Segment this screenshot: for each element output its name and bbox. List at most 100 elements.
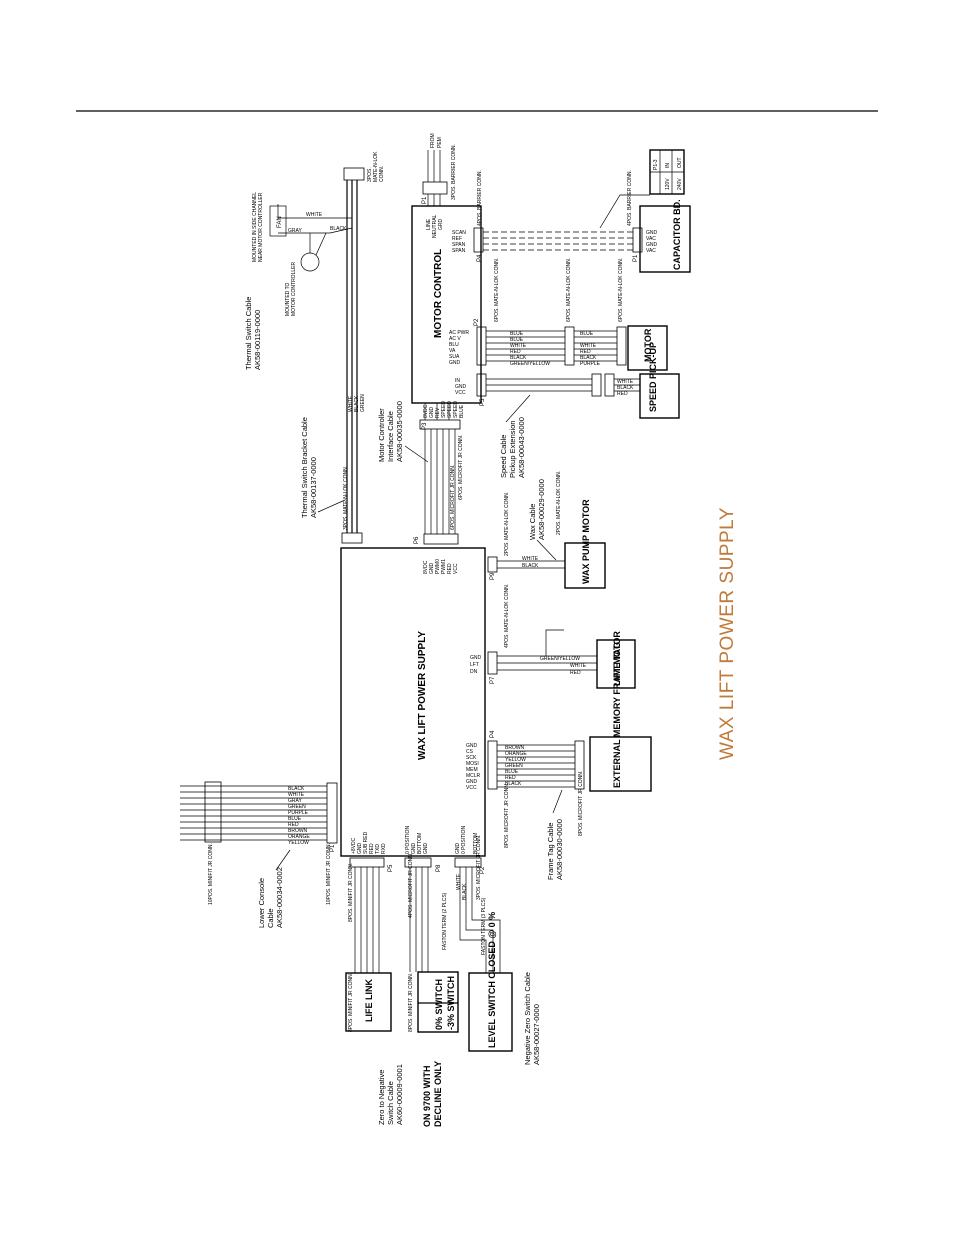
wire-white-l: WHITE xyxy=(570,663,587,669)
wire-red-e: RED xyxy=(505,775,516,781)
p2-pin-2: BOTTOM xyxy=(473,833,479,854)
capacitor-label: CAPACITOR BD. xyxy=(672,199,682,270)
mc-pin-grd: GRD xyxy=(438,219,444,231)
ct-mc-p3: 6POS. MICROFIT JR CONN. xyxy=(450,465,456,530)
from-pem: FROM xyxy=(430,133,436,148)
lower-console-cable2: Cable xyxy=(266,908,275,928)
wire-white-fan: WHITE xyxy=(306,212,323,218)
ct-sw-1: 4POS. MICROFIT JR CONN. xyxy=(408,853,414,918)
speed-cable2: Pickup Extension xyxy=(508,420,517,478)
wire-green: GREEN xyxy=(360,394,366,412)
cap-pin-0: GND xyxy=(646,230,658,236)
external-memory-box xyxy=(589,736,652,792)
mat-conn: 3POS. xyxy=(367,167,373,182)
wire-black-s: BLACK xyxy=(617,385,634,391)
ct-life-2: 8POS. MINIFIT JR CONN. xyxy=(348,973,354,1032)
mc-iface-6: BLUE xyxy=(459,404,465,418)
speed-pickup-label: SPEED PICK-UP xyxy=(648,342,658,412)
zero-neg-cable: Zero to Negative xyxy=(377,1070,386,1125)
conn-p8: P8 xyxy=(436,864,442,872)
wire-red-s: RED xyxy=(617,391,628,397)
faston-term-2: FASTON TERM (2 PLCS) xyxy=(442,892,448,950)
p2-pin-1: 0 POSITION xyxy=(461,826,467,854)
ct-bracket: 3POS. MATE-N-LOK CONN. xyxy=(343,466,349,530)
life-link-label: LIFE LINK xyxy=(364,979,374,1022)
capacitor-board-box xyxy=(639,205,691,273)
lift-motor-label: LIFT MOTOR xyxy=(612,631,622,686)
wire-gray-lc: GRAY xyxy=(288,798,302,804)
motor-control-box xyxy=(411,205,482,404)
p8-pin-1: GND xyxy=(411,843,417,855)
p1-pin-0: +8VDC xyxy=(351,837,357,854)
bracket-pn: AK58-00137-0000 xyxy=(309,457,318,518)
mc-iface-1: GND xyxy=(429,407,435,419)
wire-orange-e: ORANGE xyxy=(505,751,527,757)
wax-pn: AK58-00029-0000 xyxy=(537,479,546,540)
p6-pin-3: PWM1 xyxy=(441,559,447,574)
from-pem2: PEM xyxy=(437,137,443,148)
mc-motor-2: BLU xyxy=(449,342,459,348)
wire-green-lc: GREEN xyxy=(288,804,306,810)
near-mc-note: NEAR MOTOR CONTROLLER xyxy=(258,192,264,262)
mounted-side-note: MOUNTED IN SIDE CHANNEL xyxy=(252,192,258,262)
wire-red-m: RED xyxy=(510,349,521,355)
wax-pump-motor-box xyxy=(564,542,606,589)
p1-pin-3: RED xyxy=(369,843,375,854)
mat-conn2: MATE-N-LOK xyxy=(373,151,379,182)
p4-pin-5: SCK xyxy=(466,755,477,761)
notes: MOUNTED IN SIDE CHANNEL NEAR MOTOR CONTR… xyxy=(252,133,487,955)
cap-pin-3: VAC xyxy=(646,248,656,254)
ct-mc-p4: 4POS. BARRIER CONN. xyxy=(477,170,483,226)
ct-sw-2: 8POS. MINIFIT JR CONN. xyxy=(408,973,414,1032)
wax-cable: Wax Cable xyxy=(528,504,537,540)
p4-pin-0: VCC xyxy=(466,785,477,791)
p7-pin-1: LFT xyxy=(470,662,479,668)
on-9700-note: ON 9700 WITH xyxy=(422,1065,432,1127)
ct-p6: 6POS. MICROFIT JR CONN. xyxy=(458,435,464,500)
wire-black-m2: BLACK xyxy=(580,355,597,361)
wire-blue-m3: BLUE xyxy=(580,331,594,337)
life-link-box xyxy=(345,972,392,1032)
mc-interface-cable2: Interface Cable xyxy=(386,411,395,462)
wire-red-m2: RED xyxy=(580,349,591,355)
ct-frame-1: 8POS. MICROFIT JR CONN. xyxy=(504,783,510,848)
wire-blue-m2: BLUE xyxy=(510,337,524,343)
conn-p2: P2 xyxy=(480,866,486,874)
conn-p4-mc: P4 xyxy=(477,254,483,262)
cap-tbl-3: 120V xyxy=(665,178,671,190)
motor-ctrl-note: MOTOR CONTROLLER xyxy=(291,262,297,316)
wire-brown-e: BROWN xyxy=(505,745,525,751)
connector-labels: P1 P2 P3 P4 P5 P6 P9 P7 P4 P1 P5 P8 P2 P… xyxy=(330,157,683,874)
neg-zero-pn: AK58-00027-0000 xyxy=(532,1004,541,1065)
wire-white-lc: WHITE xyxy=(288,792,305,798)
p4-pin-6: CS xyxy=(466,749,474,755)
p8-pin-3: GND xyxy=(423,843,429,855)
p4-pin-3: MEM xyxy=(466,767,478,773)
thermal-switch-cable: Thermal Switch Cable xyxy=(244,297,253,370)
conn-p3-mc: P3 xyxy=(422,422,428,430)
cap-tbl-2: OUT xyxy=(677,157,683,168)
p1-pin-5: RXD xyxy=(381,843,387,854)
wire-black-fan: BLACK xyxy=(330,226,347,232)
ct-mc-barrier-top: 3POS. BARRIER CONN. xyxy=(451,144,457,200)
faston-term-3: FASTON TERM (3 PLCS) xyxy=(481,897,487,955)
wire-black-e: BLACK xyxy=(505,781,522,787)
wire-blue-e: BLUE xyxy=(505,769,519,775)
frame-tag-cable: Frame Tag Cable xyxy=(546,823,555,880)
conn-p1-cap: P1 xyxy=(633,254,639,262)
cap-tbl-0: P1-3 xyxy=(653,159,659,170)
p6-pin-1: GND xyxy=(429,563,435,575)
wire-yellow-e: YELLOW xyxy=(505,757,526,763)
ct-mc-p2-mid: 6POS. MATE-N-LOK CONN. xyxy=(566,258,572,322)
zero-neg-cable2: Switch Cable xyxy=(386,1081,395,1125)
mat-conn3: CONN. xyxy=(379,166,385,182)
mc-motor-1: AC V xyxy=(449,336,461,342)
mc-speed-2: VCC xyxy=(455,390,466,396)
p7-pin-2: DN xyxy=(470,669,478,675)
cap-tbl-4: 240V xyxy=(677,178,683,190)
p4-pin-4: MOSI xyxy=(466,761,479,767)
neg-zero-cable: Negative Zero Switch Cable xyxy=(523,972,532,1065)
lift-motor-box xyxy=(596,639,636,689)
thermal-switch-pn: AK58-00119-0000 xyxy=(253,310,262,370)
wire-black-w: BLACK xyxy=(522,563,539,569)
